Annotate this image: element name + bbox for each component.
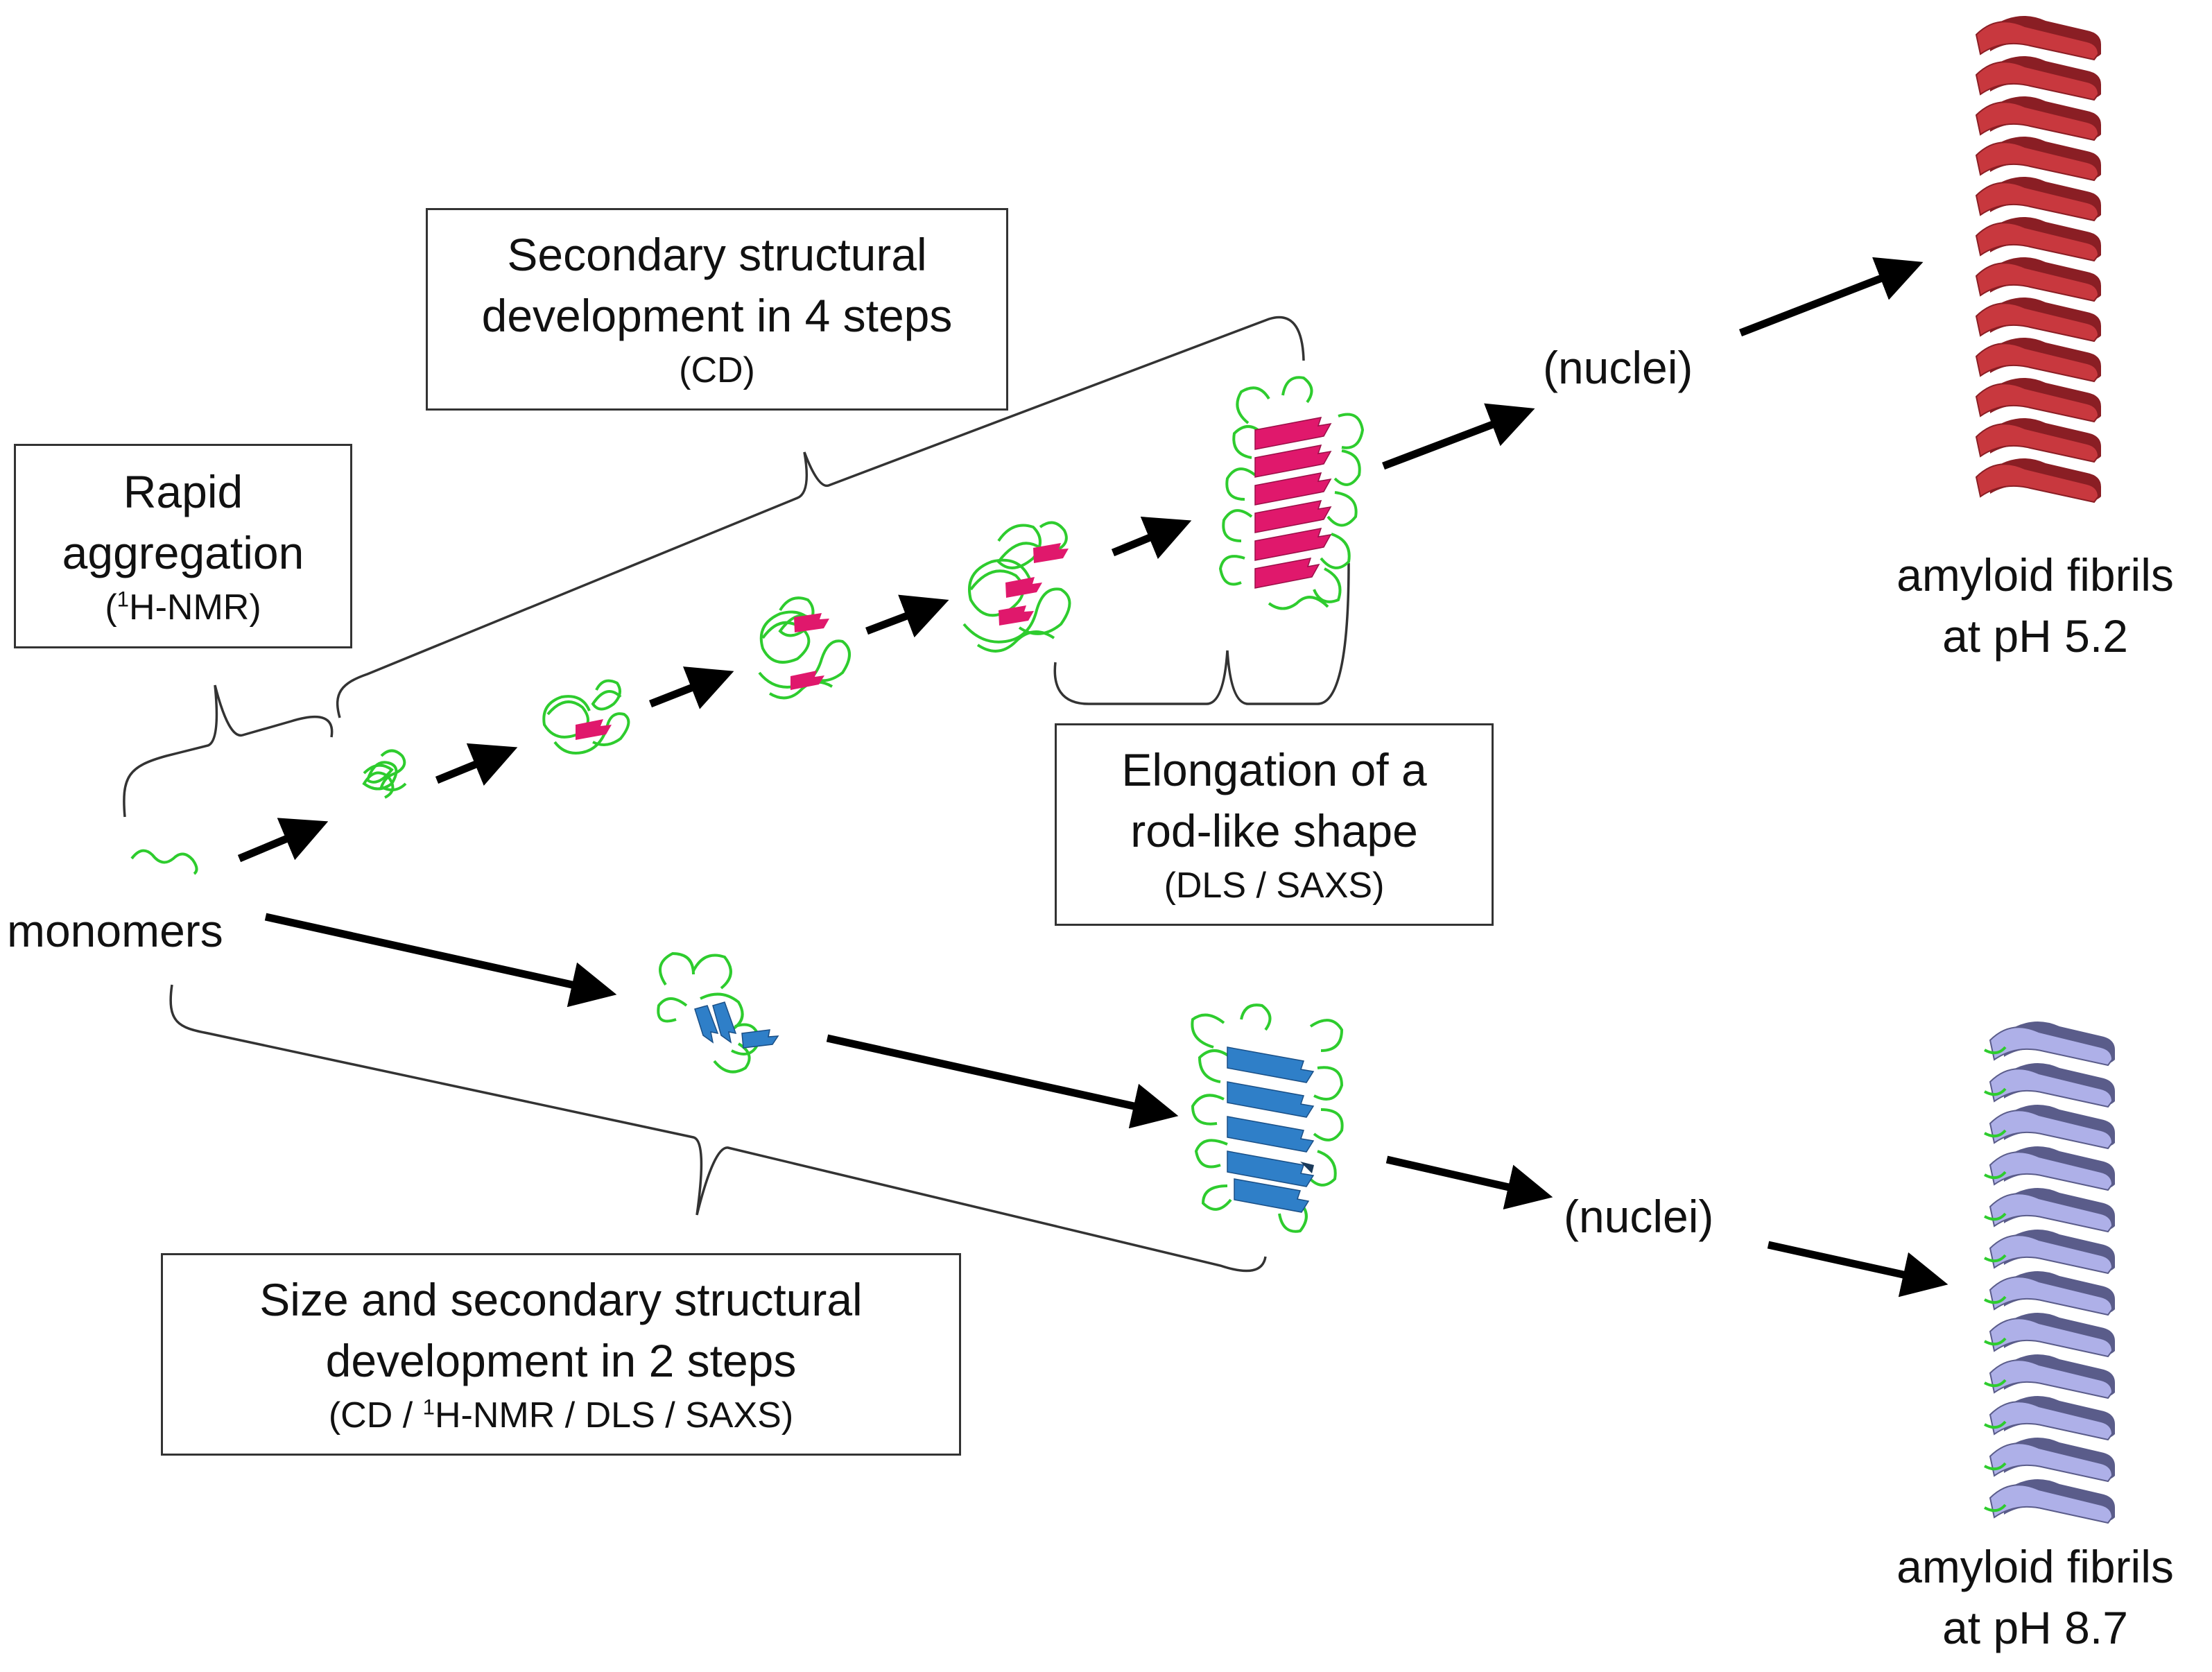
fibril-strand-front [1975, 101, 2100, 141]
fibril-label-acidic-line2: at pH 5.2 [1942, 610, 2128, 662]
fibril-strand-front [1975, 423, 2100, 463]
arrow-oligomer2-to-3 [648, 666, 734, 709]
amyloid-fibril-basic [1984, 1021, 2115, 1524]
monomer-structure [130, 849, 198, 875]
elongation-method: (DLS / SAXS) [1164, 865, 1385, 906]
fibril-strand-front [1975, 222, 2100, 262]
elongation-box: Elongation of a rod-like shape (DLS / SA… [1055, 723, 1494, 926]
fibril-strand-front [1989, 1276, 2114, 1316]
rod-assembly-acidic [1218, 376, 1365, 610]
fibril-coil [1984, 1379, 2007, 1388]
fibril-strand-front [1975, 383, 2100, 423]
amyloid-fibril-acidic [1975, 15, 2101, 503]
fibril-strand-front [1989, 1442, 2114, 1483]
bracket-size-2steps [169, 984, 1267, 1273]
oligomer-2 [542, 679, 630, 755]
fibril-strand-front [1975, 21, 2100, 61]
fibril-strand-front [1989, 1110, 2114, 1150]
elongation-title-line1: Elongation of a [1121, 744, 1427, 795]
arrow-blue1-to-blue-rod [826, 1034, 1179, 1129]
fibril-strand-front [1975, 302, 2100, 343]
arrow-oligomer1-to-2 [435, 743, 518, 786]
fibril-coil [1984, 1087, 2007, 1096]
fibril-strand-front [1975, 61, 2100, 101]
fibril-label-acidic-line1: amyloid fibrils [1896, 549, 2174, 601]
rod-assembly-basic [1191, 1003, 1344, 1233]
secondary-4steps-title-line1: Secondary structural [507, 229, 927, 280]
isotope-superscript: 1 [422, 1395, 435, 1420]
bracket-elongation [1053, 562, 1350, 705]
oligomer-4 [962, 521, 1071, 653]
arrow-oligomer3-to-4 [865, 594, 949, 638]
arrow-rod-to-nuclei-bottom [1385, 1155, 1553, 1209]
isotope-superscript: 1 [116, 587, 130, 612]
rapid-aggregation-method: (1H-NMR) [105, 587, 261, 628]
rapid-aggregation-title-line2: aggregation [62, 526, 304, 578]
fibril-strand-front [1989, 1068, 2114, 1108]
arrow-nuclei-to-fibril-bottom [1767, 1241, 1949, 1298]
fibril-label-basic: amyloid fibrils at pH 8.7 [1865, 1536, 2205, 1658]
fibril-strand-front [1989, 1401, 2114, 1441]
oligomer-basic-1 [657, 951, 779, 1074]
fibril-coil [1984, 1212, 2007, 1221]
fibril-strand-front [1989, 1193, 2114, 1233]
fibril-strand-front [1975, 182, 2100, 222]
fibril-coil [1984, 1420, 2007, 1429]
brackets [123, 316, 1350, 1273]
fibril-strand-front [1989, 1359, 2114, 1399]
fibril-strand-front [1975, 343, 2100, 383]
arrow-monomer-to-oligomer1 [237, 818, 329, 863]
size-2steps-title-line1: Size and secondary structural [259, 1274, 863, 1325]
fibril-label-basic-line1: amyloid fibrils [1896, 1541, 2174, 1592]
fibril-coil [1984, 1462, 2007, 1471]
arrow-oligomer4-to-5 [1111, 517, 1192, 560]
secondary-4steps-title-line2: development in 4 steps [481, 290, 953, 341]
nuclei-label-top: (nuclei) [1543, 342, 1693, 393]
bracket-rapid-aggregation [123, 684, 334, 818]
rapid-aggregation-title-line1: Rapid [123, 465, 243, 517]
arrow-rod-to-nuclei-top [1382, 403, 1535, 470]
oligomer-3 [758, 596, 851, 700]
arrow-monomer-to-blue1 [264, 913, 617, 1008]
elongation-title-line2: rod-like shape [1130, 805, 1418, 856]
rapid-aggregation-box: Rapid aggregation (1H-NMR) [14, 444, 352, 648]
fibril-label-acidic: amyloid fibrils at pH 5.2 [1865, 544, 2205, 666]
fibril-coil [1984, 1254, 2007, 1263]
arrow-nuclei-to-fibril-top [1739, 257, 1924, 337]
fibril-strand-front [1989, 1484, 2114, 1524]
monomers-label: monomers [7, 905, 223, 956]
size-2steps-method: (CD / 1H-NMR / DLS / SAXS) [328, 1395, 794, 1436]
fibril-strand-front [1989, 1234, 2114, 1275]
fibril-strand-front [1975, 463, 2100, 503]
fibril-coil [1984, 1503, 2007, 1512]
fibril-coil [1984, 1046, 2007, 1055]
fibril-coil [1984, 1171, 2007, 1180]
fibril-coil [1984, 1129, 2007, 1138]
fibril-strand-front [1989, 1151, 2114, 1191]
fibril-coil [1984, 1295, 2007, 1304]
oligomer-1 [362, 749, 407, 799]
secondary-4steps-box: Secondary structural development in 4 st… [426, 208, 1008, 411]
fibril-strand-front [1975, 141, 2100, 182]
fibril-strand-front [1975, 262, 2100, 302]
nuclei-label-bottom: (nuclei) [1564, 1191, 1714, 1242]
fibril-strand-front [1989, 1026, 2114, 1067]
bracket-secondary-4steps [336, 316, 1305, 718]
size-2steps-title-line2: development in 2 steps [325, 1335, 797, 1386]
fibril-strand-front [1989, 1318, 2114, 1358]
arrows [237, 257, 1949, 1298]
fibril-coil [1984, 1337, 2007, 1346]
secondary-4steps-method: (CD) [679, 350, 755, 390]
fibril-label-basic-line2: at pH 8.7 [1942, 1602, 2128, 1653]
size-2steps-box: Size and secondary structural developmen… [161, 1253, 961, 1456]
